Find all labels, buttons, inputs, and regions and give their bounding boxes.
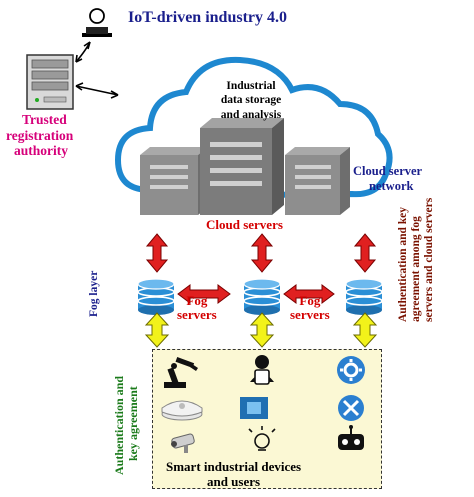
red-h-arrow-right <box>283 284 335 304</box>
red-arrow-right <box>353 233 377 273</box>
user-laptop-icon <box>82 8 112 37</box>
cloud-storage-label: Industrial data storage and analysis <box>196 79 306 122</box>
user-phone-icon <box>250 355 274 385</box>
cloud-storage-label-line2: data storage <box>220 94 282 107</box>
red-arrow-left <box>145 233 169 273</box>
authority-server-icon <box>26 54 74 110</box>
trusted-authority-label: Trusted registration authority <box>6 112 73 159</box>
cloud-server-towers <box>140 118 350 215</box>
server-tower-right <box>285 147 350 215</box>
server-tower-center <box>200 118 284 215</box>
yellow-arrow-center <box>249 312 275 348</box>
authority-link-arrows <box>75 41 119 99</box>
smoke-detector-icon <box>161 400 203 421</box>
fog-servers-right-line1: Fog <box>299 293 321 308</box>
cloud-server-network-line2: network <box>369 179 414 193</box>
device-auth-line2: key agreement <box>126 386 141 461</box>
yellow-arrow-right <box>352 312 378 348</box>
lightbulb-icon <box>248 426 276 451</box>
smart-devices-label: Smart industrial devices and users <box>166 459 302 490</box>
fog-cloud-auth-line1: Authentication and key <box>397 206 409 322</box>
fog-cloud-auth-line2: agreement among fog <box>410 216 423 322</box>
cloud-servers-label: Cloud servers <box>206 217 283 232</box>
gear-icon <box>337 356 365 384</box>
fog-servers-left-line1: Fog <box>186 293 208 308</box>
red-arrow-center <box>250 233 274 273</box>
fog-database-left <box>137 278 175 315</box>
security-camera-icon <box>171 433 195 453</box>
cloud-storage-label-line1: Industrial <box>226 80 276 92</box>
device-auth-line1: Authentication and <box>112 375 126 475</box>
fog-database-center <box>243 278 281 315</box>
diagram-title: IoT-driven industry 4.0 <box>128 9 287 26</box>
fog-database-right <box>345 278 383 315</box>
robot-icon <box>338 425 364 450</box>
device-auth-label: Authentication and key agreement <box>112 376 141 475</box>
robot-arm-icon <box>164 357 198 388</box>
fog-layer-label: Fog layer <box>88 270 100 317</box>
smart-devices-line1: Smart industrial devices <box>166 459 302 474</box>
fog-cloud-auth-line3: servers and cloud servers <box>423 197 436 322</box>
server-tower-left <box>140 147 208 215</box>
fog-servers-label-left: Fog servers <box>177 293 217 323</box>
trusted-authority-line3: authority <box>14 143 68 159</box>
yellow-arrow-left <box>144 312 170 348</box>
fog-fog-arrows <box>177 284 335 304</box>
cloud-storage-label-line3: and analysis <box>220 108 282 121</box>
fog-servers-label-right: Fog servers <box>290 293 330 323</box>
chip-icon <box>240 397 268 419</box>
smart-devices-line2: and users <box>206 473 261 489</box>
trusted-authority-line1: Trusted <box>22 112 67 127</box>
fog-database-icons <box>137 278 383 315</box>
cloud-server-network-label: Cloud server network <box>353 164 422 194</box>
fog-device-arrows <box>144 312 378 348</box>
tools-icon <box>338 395 364 421</box>
cloud-fog-arrows <box>145 233 377 273</box>
red-h-arrow-left <box>177 284 231 304</box>
cloud-server-network-line1: Cloud server <box>353 164 423 178</box>
trusted-authority-line2: registration <box>6 127 74 143</box>
fog-servers-right-line2: servers <box>290 307 330 323</box>
fog-servers-left-line2: servers <box>177 307 217 323</box>
fog-cloud-auth-label: Authentication and key agreement among f… <box>397 198 437 322</box>
